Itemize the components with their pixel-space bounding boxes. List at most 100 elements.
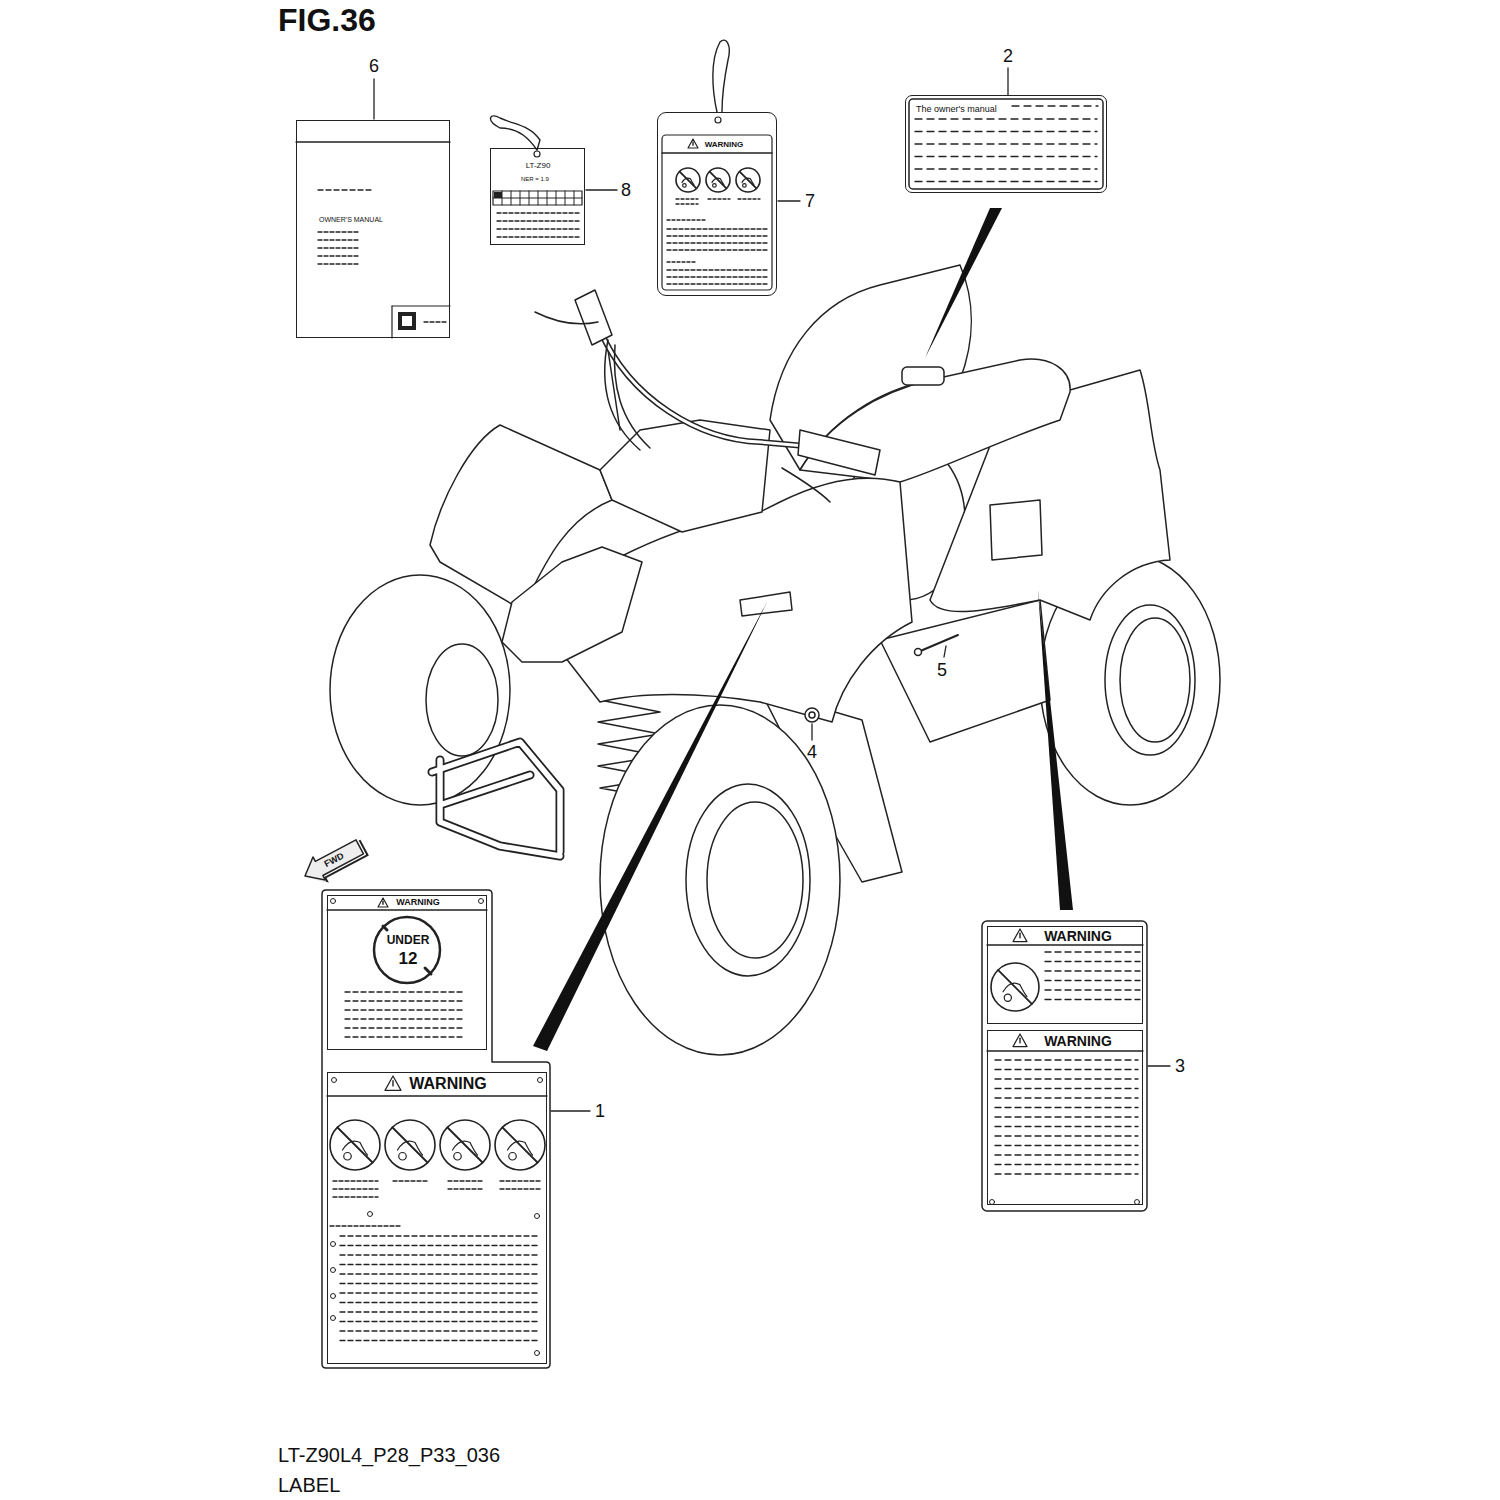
callout-number: 6 <box>369 56 379 77</box>
fwd-arrow <box>299 833 371 890</box>
placeholder-text-line <box>340 1311 540 1312</box>
nose <box>502 547 642 662</box>
band-line <box>327 909 487 910</box>
warning-triangle <box>1013 929 1027 942</box>
placeholder-text-line <box>448 1180 483 1181</box>
placeholder-text-line <box>1045 980 1140 981</box>
callout-number: 2 <box>1003 46 1013 67</box>
label-dot <box>368 1212 373 1217</box>
placeholder-text-line <box>497 236 579 237</box>
label-dot <box>990 1200 995 1205</box>
label-dot <box>332 1078 337 1083</box>
prohibition-icon <box>399 1153 407 1161</box>
wheel-hub <box>707 802 803 958</box>
band-line <box>392 305 450 306</box>
table-grid <box>520 191 521 205</box>
prohibition-icon <box>338 1128 373 1163</box>
brand-logo <box>398 312 416 330</box>
placeholder-text-line <box>345 1009 465 1010</box>
label-text: NER = 1.9 <box>521 176 549 183</box>
placeholder-text-line <box>667 283 767 284</box>
prohibition-icon <box>743 184 747 188</box>
placeholder-text-line <box>995 1088 1138 1089</box>
placeholder-text-line <box>738 198 760 199</box>
grip <box>575 290 612 345</box>
wheel-hub <box>1105 605 1195 755</box>
placeholder-text-line <box>345 1027 465 1028</box>
callout-number: 8 <box>621 180 631 201</box>
prohibition-icon <box>680 172 697 189</box>
section-name: LABEL <box>278 1474 340 1497</box>
placeholder-text-line <box>915 168 1097 169</box>
label-dot <box>331 1316 336 1321</box>
placeholder-text-line <box>340 1254 540 1255</box>
placeholder-text-line <box>995 1059 1138 1060</box>
placeholder-text-line <box>497 212 579 213</box>
placeholder-text-line <box>667 249 767 250</box>
table-grid <box>556 191 557 205</box>
placeholder-text-line <box>340 1264 540 1265</box>
label-text: The owner's manual <box>916 104 997 114</box>
placeholder-text-line <box>995 1116 1138 1117</box>
prohibition-icon <box>344 1153 352 1161</box>
warning-triangle <box>378 898 388 907</box>
placeholder-text-line <box>708 198 730 199</box>
placeholder-text-line <box>340 1321 540 1322</box>
prohibition-icon <box>676 168 700 192</box>
placeholder-text-line <box>667 261 697 262</box>
placeholder-text-line <box>333 1188 378 1189</box>
pointer-wedge <box>925 208 1002 358</box>
pin-head <box>915 649 922 656</box>
tag-string <box>491 116 540 150</box>
placeholder-text-line <box>345 1000 465 1001</box>
prohibition-icon <box>503 1128 538 1163</box>
placeholder-text-line <box>345 1018 465 1019</box>
manual-label: The owner's manual <box>905 95 1107 193</box>
placeholder-text-line <box>676 198 698 199</box>
label-text: UNDER <box>387 934 430 948</box>
prohibition-icon <box>740 172 757 189</box>
label-dot <box>331 1294 336 1299</box>
label-text: 12 <box>399 949 418 969</box>
prohibition-icon <box>448 1128 483 1163</box>
placeholder-text-line <box>340 1235 540 1236</box>
tag-hole <box>715 117 721 123</box>
placeholder-text-line <box>340 1283 540 1284</box>
placeholder-text-line <box>340 1340 540 1341</box>
placeholder-text-line <box>497 220 579 221</box>
placeholder-text-line <box>340 1302 540 1303</box>
label-outline <box>982 921 1147 1211</box>
wheel <box>600 705 840 1055</box>
sticker-spot <box>902 367 944 385</box>
pin <box>918 635 958 652</box>
table-grid <box>565 191 566 205</box>
callout-number: 3 <box>1175 1056 1185 1077</box>
label-text: LT-Z90 <box>526 161 551 170</box>
placeholder-text-line <box>1045 951 1140 952</box>
washer <box>809 712 815 718</box>
label-inner <box>662 135 772 290</box>
table-grid <box>574 191 575 205</box>
lever <box>535 312 598 324</box>
wheel-hub <box>426 644 498 756</box>
brand-logo <box>402 316 412 326</box>
label-dot <box>331 1242 336 1247</box>
wheel <box>330 575 510 805</box>
placeholder-text-line <box>333 1180 378 1181</box>
band-line <box>987 1050 1143 1051</box>
label-text: WARNING <box>1044 1033 1112 1049</box>
placeholder-text-line <box>676 203 698 204</box>
label-dot <box>535 1214 540 1219</box>
table-grid <box>538 191 539 205</box>
prohibition-icon <box>440 1120 490 1170</box>
placeholder-text-line <box>915 131 1097 132</box>
placeholder-text-line <box>500 1180 540 1181</box>
placeholder-text-line <box>318 255 360 256</box>
table-grid <box>511 191 512 205</box>
label-dot <box>535 1351 540 1356</box>
tag-hole <box>534 151 540 157</box>
drawing-code: LT-Z90L4_P28_P33_036 <box>278 1444 500 1467</box>
placeholder-text-line <box>318 239 360 240</box>
